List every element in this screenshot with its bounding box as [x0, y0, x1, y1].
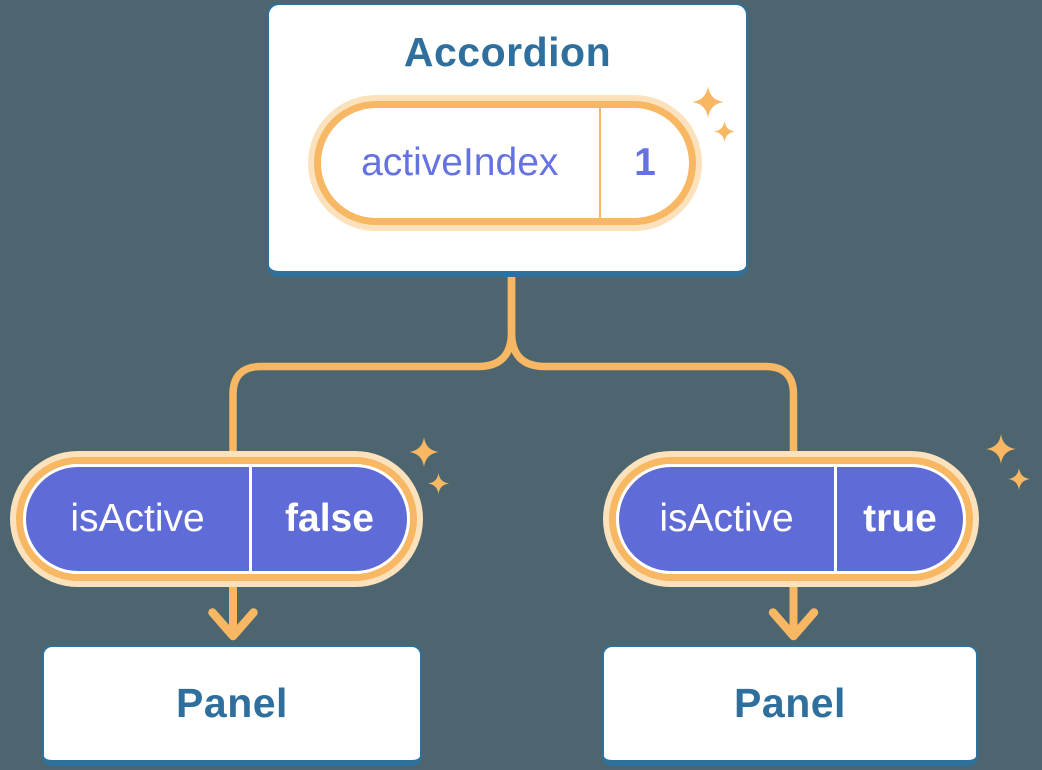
prop-pill-capsule: isActive false [23, 464, 410, 574]
panel-card-right: Panel [602, 645, 978, 766]
sparkle-icon [986, 434, 1016, 464]
sparkle-icon [692, 86, 724, 118]
prop-pill-isactive-false: isActive false [16, 457, 417, 581]
sparkle-icon [1008, 468, 1030, 490]
accordion-card: Accordion activeIndex 1 [267, 3, 748, 277]
prop-pill-value: true [834, 467, 963, 571]
sparkle-icon [714, 121, 735, 142]
panel-title: Panel [734, 680, 846, 726]
state-pill-name: activeIndex [361, 141, 559, 184]
connector-left-branch [229, 268, 516, 458]
prop-pill-value: false [249, 467, 407, 571]
prop-pill-isactive-true: isActive true [609, 457, 973, 581]
panel-title: Panel [176, 680, 288, 726]
sparkle-icon [409, 437, 439, 467]
state-pill: activeIndex 1 [314, 101, 696, 225]
prop-pill-name: isActive [659, 497, 794, 540]
sparkle-icon [428, 473, 449, 494]
panel-card-left: Panel [42, 645, 422, 766]
accordion-title: Accordion [403, 29, 612, 75]
state-pill-value: 1 [634, 141, 656, 184]
prop-pill-capsule: isActive true [616, 464, 966, 574]
arrow-left-head-icon [208, 608, 258, 641]
arrow-right-head-icon [768, 608, 819, 641]
prop-pill-name: isActive [70, 497, 205, 540]
state-pill-divider [598, 108, 601, 218]
connector-right-branch [507, 268, 798, 458]
